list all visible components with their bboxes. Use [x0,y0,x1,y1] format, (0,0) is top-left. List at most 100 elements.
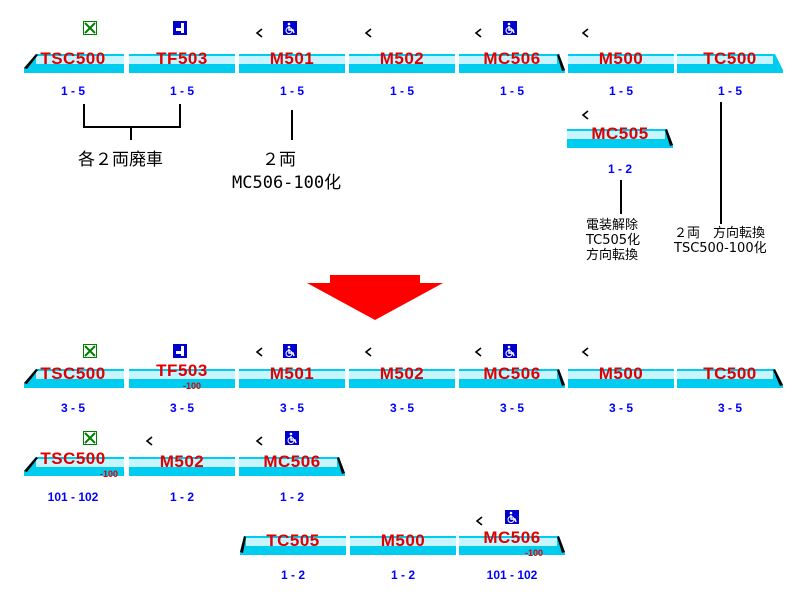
green-car-icon [83,430,97,445]
car-m501: M501 [239,42,345,80]
car-m500: M500 [350,524,456,562]
car-m502: M502 [129,445,235,483]
car-tc505: TC505 [240,524,346,562]
car-m502: M502 [349,357,455,395]
note-tc500: ２両 方向転換 TSC500-100化 [674,226,767,256]
car-range: 1 - 2 [607,162,632,176]
wheelchair-icon [503,20,517,35]
car-range: 1 - 5 [499,84,524,98]
car-range: 1 - 5 [279,84,304,98]
car-range: 101 - 102 [47,490,99,504]
car-mc506: MC506 [239,445,345,483]
connector-line [720,102,722,224]
car-range: 3 - 5 [499,401,524,415]
wheelchair-icon [283,20,297,35]
car-label: MC506 [483,364,541,383]
car-sub-label: -100 [524,548,543,558]
car-label: M500 [380,531,426,550]
note-conv-a: ２両 [262,150,296,170]
note-line: TSC500-100化 [674,241,767,256]
car-range: 3 - 5 [60,401,85,415]
car-m500: M500 [568,42,674,80]
car-label: M501 [269,364,315,383]
connector-line [620,180,622,214]
car-range: 1 - 2 [280,568,305,582]
pantograph-icon [253,434,267,448]
green-car-icon [83,343,97,358]
pantograph-icon [579,108,593,122]
car-m500: M500 [568,357,674,395]
car-range: 1 - 5 [389,84,414,98]
car-m502: M502 [349,42,455,80]
note-line: TC505化 [586,233,641,248]
note-mc505: 電装解除 TC505化 方向転換 [586,218,640,263]
car-mc506-100: MC506 -100 [459,524,565,562]
car-label: M500 [598,49,644,68]
car-mc506: MC506 [459,357,565,395]
car-m501: M501 [239,357,345,395]
toilet-icon [173,20,187,35]
car-label: M502 [379,49,425,68]
wheelchair-icon [283,343,297,358]
car-range: 101 - 102 [486,568,538,582]
car-tc500: TC500 [677,357,783,395]
car-label: TF503 [156,49,208,68]
car-range: 1 - 5 [717,84,742,98]
car-label: TF503 [156,361,208,380]
pantograph-icon [253,26,267,40]
car-range: 1 - 2 [390,568,415,582]
car-label: TSC500 [40,364,106,383]
car-tf503: TF503 [129,42,235,80]
car-label: M500 [598,364,644,383]
car-tsc500: TSC500 [20,42,126,80]
car-label: TC505 [266,531,320,550]
car-label: TC500 [703,364,757,383]
car-range: 1 - 5 [608,84,633,98]
car-tsc500: TSC500 [20,357,126,395]
wheelchair-icon [285,430,299,445]
note-line: 電装解除 [586,218,639,233]
pantograph-icon [143,434,157,448]
car-label: MC506 [263,452,321,471]
car-mc505: MC505 [567,117,673,155]
car-range: 1 - 2 [279,490,304,504]
pantograph-icon [472,26,486,40]
car-sub-label: -100 [182,381,201,391]
car-label: TSC500 [40,49,106,68]
green-car-icon [83,20,97,35]
car-label: MC506 [483,528,541,547]
car-tc500: TC500 [677,42,783,80]
car-mc506: MC506 [459,42,565,80]
bracket-line [83,126,181,128]
bracket-line [83,104,85,128]
wheelchair-icon [503,343,517,358]
pantograph-icon [473,514,487,528]
note-line: 方向転換 [586,248,639,263]
car-range: 3 - 5 [169,401,194,415]
pantograph-icon [362,345,376,359]
car-range: 3 - 5 [608,401,633,415]
car-label: TSC500 [40,449,106,468]
car-label: TC500 [703,49,757,68]
car-label: M501 [269,49,315,68]
bracket-line [179,104,181,128]
pantograph-icon [253,345,267,359]
car-label: MC505 [591,124,649,143]
car-range: 1 - 2 [169,490,194,504]
connector-line [291,110,293,140]
car-range: 3 - 5 [389,401,414,415]
pantograph-icon [579,345,593,359]
note-line: ２両 方向転換 [674,226,766,241]
pantograph-icon [472,345,486,359]
pantograph-icon [362,26,376,40]
car-range: 3 - 5 [717,401,742,415]
pantograph-icon [579,26,593,40]
wheelchair-icon [505,509,519,524]
note-conv-b: MC506-100化 [232,173,342,193]
toilet-icon [173,343,187,358]
car-label: M502 [159,452,205,471]
car-range: 3 - 5 [279,401,304,415]
car-label: M502 [379,364,425,383]
note-scrap: 各２両廃車 [78,150,163,170]
car-tsc500-100: TSC500 -100 [20,445,126,483]
